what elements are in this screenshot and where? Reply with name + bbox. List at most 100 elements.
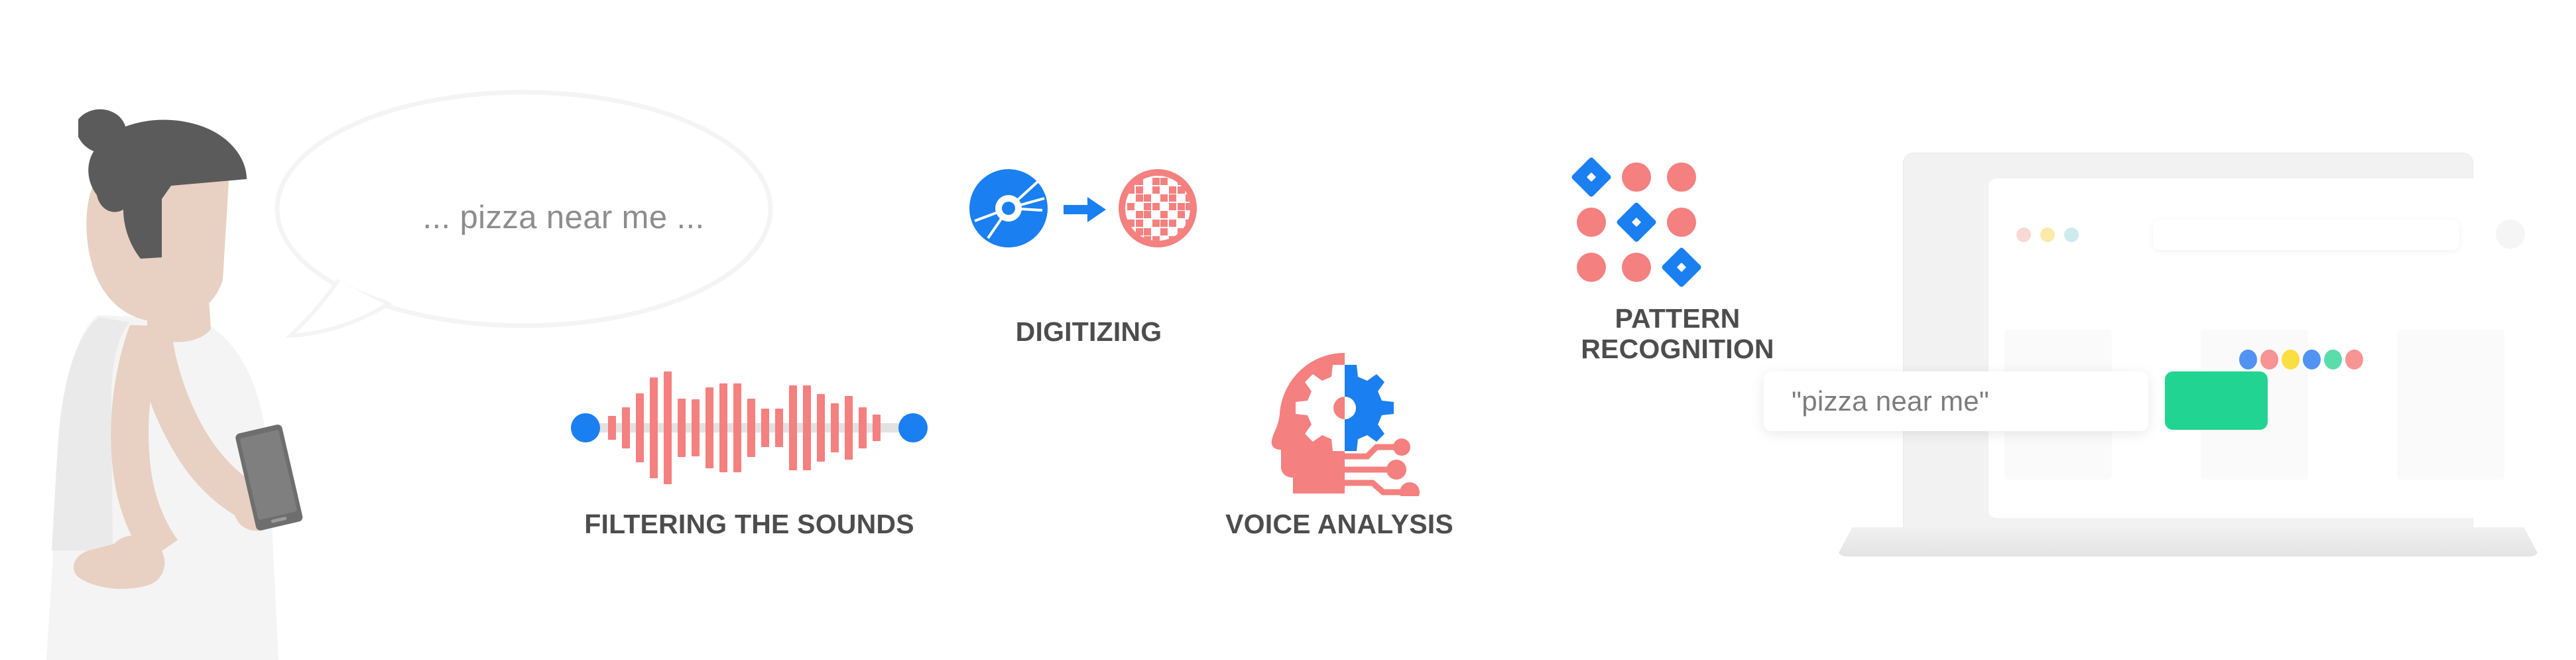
pixel-cell bbox=[1127, 186, 1135, 194]
pixel-cell bbox=[1144, 211, 1152, 219]
pixel-cell bbox=[1160, 211, 1168, 219]
laptop: "pizza near me" bbox=[1764, 153, 2540, 577]
pixel-cell bbox=[1169, 236, 1176, 241]
pattern-circle bbox=[1622, 253, 1651, 282]
waveform-knob-left[interactable] bbox=[571, 413, 600, 442]
pixel-cell bbox=[1160, 194, 1168, 202]
hair bbox=[88, 119, 247, 259]
circuit-node-2 bbox=[1386, 460, 1406, 480]
shirt-sleeve-shadow bbox=[52, 317, 130, 551]
pixel-cell bbox=[1135, 178, 1143, 185]
step-label-voice-analysis: VOICE ANALYSIS bbox=[1225, 509, 1453, 539]
search-query-text: "pizza near me" bbox=[1792, 385, 1990, 417]
disc-to-pixelgrid-icon bbox=[969, 169, 1208, 249]
result-dot-4 bbox=[2303, 350, 2321, 369]
waveform-bar bbox=[873, 415, 881, 441]
pixel-cell bbox=[1169, 194, 1176, 202]
result-dot-2 bbox=[2260, 350, 2278, 369]
waveform-bar bbox=[664, 371, 672, 484]
head-gear-circuit-icon bbox=[1271, 353, 1420, 496]
waveform-bar bbox=[692, 399, 700, 456]
waveform-knob-right[interactable] bbox=[898, 413, 928, 442]
waveform-bar bbox=[636, 393, 644, 462]
result-dots-row bbox=[2239, 350, 2363, 369]
close-dot[interactable] bbox=[2016, 228, 2031, 242]
pixel-cell bbox=[1194, 236, 1197, 243]
waveform-bar bbox=[775, 409, 783, 447]
pixel-cell bbox=[1177, 236, 1185, 241]
pixel-cell bbox=[1169, 186, 1176, 194]
pixel-cell bbox=[1152, 202, 1160, 210]
pixel-cell bbox=[1127, 202, 1135, 210]
speech-bubble-text: ... pizza near me ... bbox=[422, 200, 705, 235]
pattern-circle bbox=[1667, 208, 1696, 237]
waveform-bar bbox=[845, 396, 853, 460]
pixel-cell bbox=[1144, 202, 1152, 210]
pixel-cell bbox=[1186, 202, 1190, 210]
content-panel-right bbox=[2397, 330, 2504, 480]
circuit-node-1 bbox=[1393, 438, 1410, 456]
sound-waveform-icon bbox=[571, 371, 928, 484]
result-dot-6 bbox=[2345, 350, 2363, 369]
waveform-bar bbox=[608, 416, 616, 440]
circuit-traces bbox=[1345, 444, 1407, 495]
dot-diamond-grid-icon bbox=[1570, 156, 1703, 289]
pixel-cell bbox=[1186, 194, 1190, 202]
pixel-cell bbox=[1177, 228, 1185, 235]
speech-bubble bbox=[275, 90, 773, 338]
pixel-cell bbox=[1178, 245, 1185, 247]
pattern-diamond bbox=[1570, 156, 1613, 198]
speech-bubble-tail bbox=[284, 276, 393, 338]
pixel-cell bbox=[1152, 245, 1160, 247]
speech-bubble-fill bbox=[284, 98, 764, 320]
pattern-diamond bbox=[1615, 201, 1658, 243]
pattern-circle bbox=[1622, 163, 1651, 192]
pixel-cell bbox=[1135, 211, 1143, 219]
pixel-cell bbox=[1194, 194, 1197, 202]
pixel-cell bbox=[1169, 202, 1176, 210]
pixel-cell bbox=[1127, 220, 1135, 227]
pixel-grid-circle-icon bbox=[1119, 169, 1197, 247]
pixel-cell bbox=[1186, 245, 1193, 247]
pattern-diamond bbox=[1660, 246, 1703, 289]
pixel-cell bbox=[1186, 220, 1190, 227]
pixel-cell bbox=[1136, 245, 1143, 247]
result-dot-1 bbox=[2239, 350, 2257, 369]
person-with-phone bbox=[46, 109, 304, 660]
maximize-dot[interactable] bbox=[2064, 228, 2079, 242]
search-result-card[interactable]: "pizza near me" bbox=[1764, 371, 2148, 431]
result-dot-5 bbox=[2324, 350, 2342, 369]
pixel-cell bbox=[1152, 186, 1160, 194]
pixel-cell bbox=[1194, 211, 1197, 218]
minimize-dot[interactable] bbox=[2040, 228, 2055, 242]
waveform-bar bbox=[719, 383, 727, 472]
forearm bbox=[111, 325, 178, 561]
pattern-circle bbox=[1667, 163, 1696, 192]
arm bbox=[130, 325, 260, 521]
browser-url-bar[interactable] bbox=[2153, 220, 2459, 250]
waveform-bar bbox=[705, 387, 713, 468]
waveform-bar bbox=[803, 385, 811, 470]
pixel-cell bbox=[1160, 220, 1168, 227]
pattern-circle bbox=[1577, 253, 1606, 282]
lower-hand bbox=[74, 535, 165, 589]
search-go-button[interactable] bbox=[2165, 371, 2268, 430]
step-label-digitizing: DIGITIZING bbox=[1015, 316, 1162, 347]
pixel-cell bbox=[1177, 186, 1185, 194]
browser-profile-avatar[interactable] bbox=[2496, 220, 2525, 249]
pixel-cell bbox=[1152, 220, 1160, 227]
arrow-right-icon bbox=[1064, 197, 1106, 222]
pixel-cell bbox=[1152, 236, 1160, 241]
waveform-bar bbox=[622, 407, 630, 448]
laptop-lid bbox=[1903, 153, 2525, 531]
disc-icon bbox=[969, 169, 1048, 247]
pixel-cell bbox=[1127, 236, 1135, 241]
pixel-cell bbox=[1135, 228, 1143, 235]
pixel-cell bbox=[1135, 194, 1143, 202]
step-label-filtering: FILTERING THE SOUNDS bbox=[584, 509, 914, 539]
hair-topknot bbox=[78, 109, 127, 154]
pixel-cell bbox=[1160, 178, 1168, 185]
waveform-bar bbox=[831, 403, 839, 452]
phone[interactable] bbox=[235, 424, 304, 531]
disc-hole bbox=[1002, 202, 1015, 215]
